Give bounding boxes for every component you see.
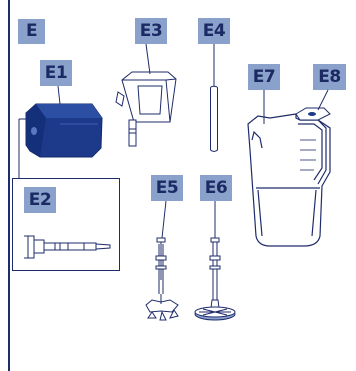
milk-frother-head-icon <box>26 104 102 157</box>
leader-e1 <box>58 86 60 104</box>
disc-tool-icon <box>195 238 235 320</box>
leader-e3 <box>146 44 150 74</box>
lid-icon <box>296 90 330 120</box>
jug-icon <box>248 114 330 246</box>
cup-holder-icon <box>116 72 176 146</box>
pin-rod-icon <box>211 86 218 151</box>
leader-e5 <box>162 201 166 238</box>
whisk-tool-icon <box>146 238 178 320</box>
connector-tube-icon <box>24 236 110 258</box>
